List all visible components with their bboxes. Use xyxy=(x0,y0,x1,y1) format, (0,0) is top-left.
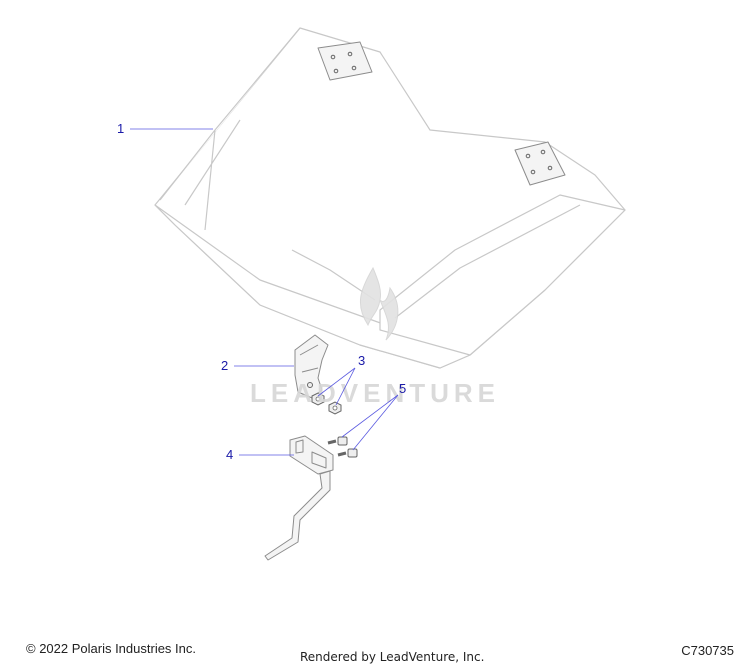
callout-label-1[interactable]: 1 xyxy=(117,121,124,136)
callout-label-3[interactable]: 3 xyxy=(358,353,365,368)
rendered-by-credit: Rendered by LeadVenture, Inc. xyxy=(300,650,485,664)
copyright-notice: © 2022 Polaris Industries Inc. xyxy=(26,641,196,656)
latch-bracket[interactable] xyxy=(294,334,329,399)
leadventure-watermark: LEADVENTURE xyxy=(250,266,500,408)
watermark-text: LEADVENTURE xyxy=(250,378,500,408)
callout-label-5[interactable]: 5 xyxy=(399,381,406,396)
bolt-1[interactable] xyxy=(327,436,348,446)
callout-label-2[interactable]: 2 xyxy=(221,358,228,373)
callout-group-1[interactable]: 1 xyxy=(117,121,213,136)
callout-group-2[interactable]: 2 xyxy=(221,358,294,373)
bolt-2[interactable] xyxy=(337,448,358,458)
latch-assembly[interactable] xyxy=(264,435,334,561)
diagram-code: C730735 xyxy=(681,643,734,658)
callout-group-5[interactable]: 5 xyxy=(341,381,406,451)
callout-group-3[interactable]: 3 xyxy=(317,353,365,406)
nut-1[interactable] xyxy=(311,392,325,406)
nut-2[interactable] xyxy=(328,401,342,415)
flame-icon xyxy=(359,266,399,341)
callout-label-4[interactable]: 4 xyxy=(226,447,233,462)
callout-group-4[interactable]: 4 xyxy=(226,447,294,462)
